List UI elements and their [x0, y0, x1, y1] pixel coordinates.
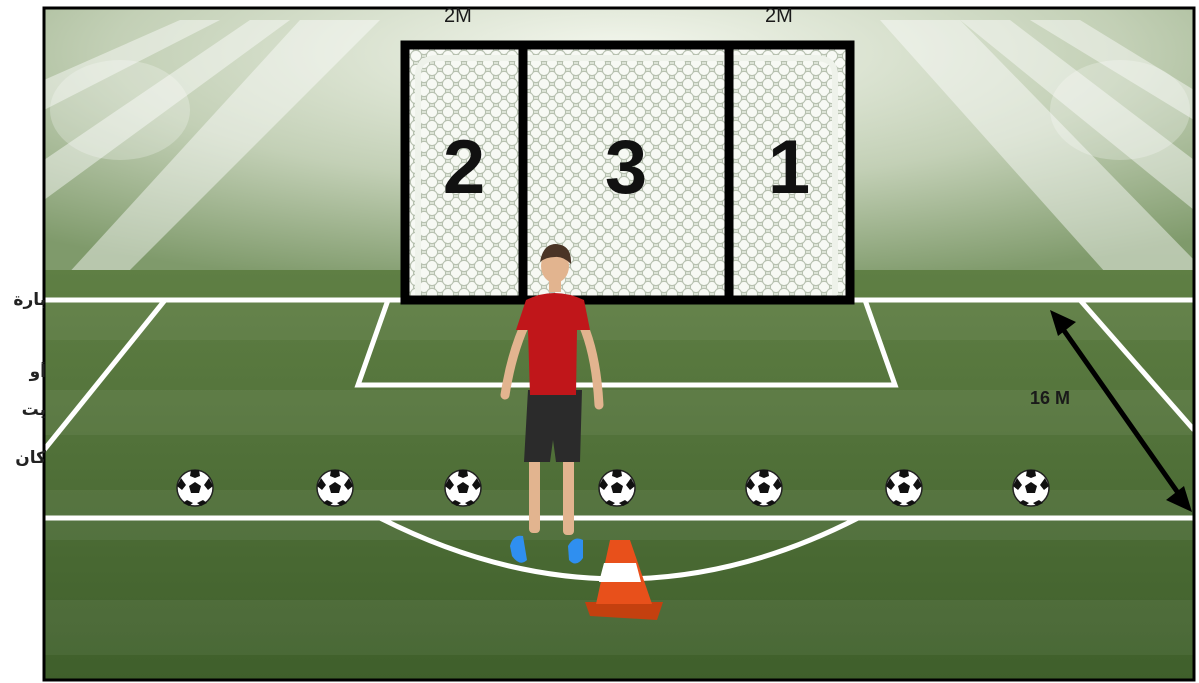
soccer-ball-icon — [177, 470, 213, 506]
side-text-line-4: كان — [0, 448, 46, 468]
side-text-line-1: بارة — [0, 290, 46, 310]
distance-label: 16 M — [1030, 388, 1070, 409]
light-glow-right — [1050, 60, 1190, 160]
zone-number-left: 2 — [419, 130, 509, 206]
zone-width-label-right: 2M — [765, 6, 793, 26]
soccer-ball-icon — [1013, 470, 1049, 506]
side-text-line-3: يت — [0, 400, 46, 420]
side-text-line-2: أو — [0, 362, 46, 382]
light-glow-left — [50, 60, 190, 160]
soccer-ball-icon — [886, 470, 922, 506]
soccer-ball-icon — [317, 470, 353, 506]
zone-number-right: 1 — [744, 130, 834, 206]
soccer-ball-icon — [746, 470, 782, 506]
zone-number-center: 3 — [581, 130, 671, 206]
zone-width-label-left: 2M — [444, 6, 472, 26]
soccer-ball-icon — [445, 470, 481, 506]
soccer-ball-icon — [599, 470, 635, 506]
